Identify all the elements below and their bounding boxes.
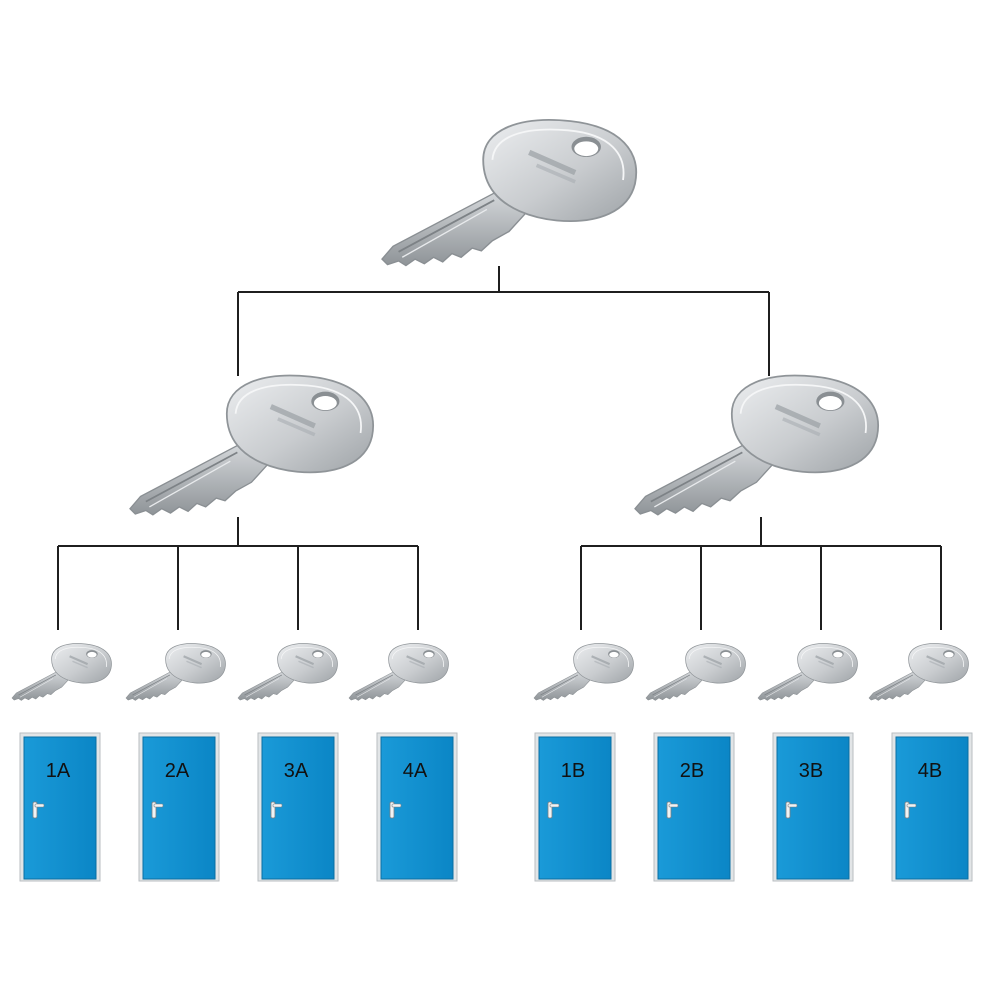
door-label: 1B [561, 760, 585, 782]
door-2a: 2A [138, 732, 220, 882]
doors: 1A 2A 3A 4A 1B 2B 3B 4B [19, 732, 973, 882]
door-icon [891, 732, 973, 882]
door-icon [534, 732, 616, 882]
key-icon-4b [867, 642, 970, 702]
door-label: 4A [403, 760, 428, 782]
group-key-b [635, 376, 878, 515]
door-label: 3B [799, 760, 823, 782]
key-icon-1b [532, 642, 635, 702]
door-3a: 3A [257, 732, 339, 882]
door-1a: 1A [19, 732, 101, 882]
door-icon [376, 732, 458, 882]
door-label: 2A [165, 760, 190, 782]
group-key-a-icon [130, 376, 373, 515]
key-icon-1a [10, 642, 113, 702]
door-icon [257, 732, 339, 882]
door-label: 4B [918, 760, 942, 782]
master-connector [237, 266, 770, 376]
master-key-icon [382, 120, 636, 266]
group-key-b-icon [635, 376, 878, 515]
key-icon-3b [756, 642, 859, 702]
door-label: 1A [46, 760, 71, 782]
door-3b: 3B [772, 732, 854, 882]
group-b-connector [580, 517, 942, 630]
door-1b: 1B [534, 732, 616, 882]
door-label: 2B [680, 760, 704, 782]
key-icon-3a [236, 642, 339, 702]
door-4b: 4B [891, 732, 973, 882]
door-label: 3A [284, 760, 309, 782]
master-key [382, 120, 636, 266]
door-icon [653, 732, 735, 882]
group-a-connector [57, 517, 419, 630]
key-icon-2b [644, 642, 747, 702]
individual-keys [10, 642, 970, 702]
door-4a: 4A [376, 732, 458, 882]
connector-lines [57, 266, 942, 630]
door-2b: 2B [653, 732, 735, 882]
door-icon [19, 732, 101, 882]
key-icon-2a [124, 642, 227, 702]
door-icon [138, 732, 220, 882]
door-icon [772, 732, 854, 882]
group-key-a [130, 376, 373, 515]
key-icon-4a [347, 642, 450, 702]
